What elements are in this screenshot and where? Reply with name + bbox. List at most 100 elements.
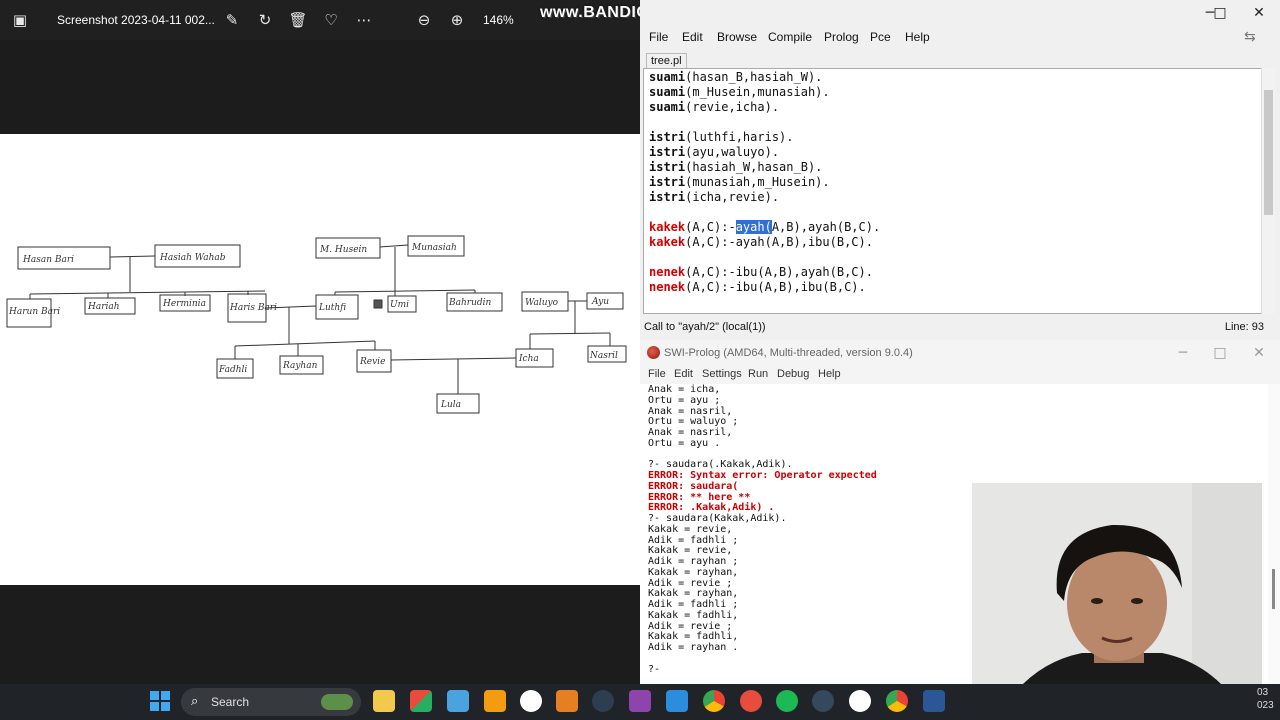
minimize-button[interactable]: ─: [1205, 5, 1215, 21]
menu-help[interactable]: Help: [905, 30, 930, 44]
label-nasril: Nasril: [589, 351, 618, 361]
code-line: istri(icha,revie).: [649, 190, 780, 204]
steam-icon[interactable]: [592, 690, 614, 712]
label-haris: Haris Bari: [229, 303, 277, 313]
code-line: nenek(A,C):-ibu(A,B),ayah(B,C).: [649, 265, 873, 279]
delete-icon[interactable]: 🗑: [288, 11, 308, 29]
code-line: istri(hasiah_W,hasan_B).: [649, 160, 823, 174]
console-menu-file[interactable]: File: [648, 368, 666, 380]
webcam-overlay: [972, 483, 1262, 710]
chrome-icon[interactable]: [703, 690, 725, 712]
menu-compile[interactable]: Compile: [768, 30, 813, 44]
obs-icon[interactable]: [849, 690, 871, 712]
console-error-line: ERROR: .Kakak,Adik) .: [648, 502, 775, 514]
code-line: kakek(A,C):-ayah(A,B),ibu(B,C).: [649, 235, 873, 249]
family-tree-drawing: Hasan Bari Hasiah Wahab M. Husein Munasi…: [6, 235, 627, 414]
console-line: Adik = revie ;: [648, 577, 733, 589]
console-close-button[interactable]: ✕: [1253, 345, 1265, 361]
editor-scrollbar[interactable]: [1261, 68, 1275, 314]
console-line: Adik = rayhan ;: [648, 556, 739, 567]
console-line: Kakak = fadhli,: [648, 609, 739, 621]
label-waluyo: Waluyo: [525, 298, 559, 308]
clock-date: 023: [1257, 700, 1274, 711]
console-menu-edit[interactable]: Edit: [674, 368, 693, 380]
console-maximize-button[interactable]: □: [1213, 345, 1227, 361]
tray-clock[interactable]: 03 023: [1257, 686, 1274, 712]
editor-menubar: File Edit Browse Compile Prolog Pce Help…: [640, 26, 1280, 48]
menu-pce[interactable]: Pce: [870, 30, 891, 44]
label-herminia: Herminia: [162, 299, 206, 309]
code-line: istri(luthfi,haris).: [649, 130, 794, 144]
code-editor[interactable]: suami(hasan_B,hasiah_W). suami(m_Husein,…: [643, 68, 1263, 314]
menu-prolog[interactable]: Prolog: [824, 30, 859, 44]
zoom-in-icon[interactable]: ⊕: [450, 11, 464, 29]
notepad-icon[interactable]: [447, 690, 469, 712]
menu-browse[interactable]: Browse: [717, 30, 758, 44]
xampp-icon[interactable]: [484, 690, 506, 712]
console-error-line: ERROR: saudara(: [648, 480, 739, 492]
console-menu-run[interactable]: Run: [748, 368, 769, 380]
console-scroll-thumb[interactable]: [1272, 569, 1275, 609]
viewer-file-title: Screenshot 2023-04-11 002...: [57, 13, 215, 27]
console-scrollbar[interactable]: [1268, 384, 1280, 684]
zoom-level[interactable]: 146%: [483, 13, 514, 27]
console-menu-help[interactable]: Help: [818, 368, 841, 380]
zoom-out-icon[interactable]: ⊖: [417, 11, 431, 29]
steam2-icon[interactable]: [812, 690, 834, 712]
search-icon: ⌕: [191, 694, 199, 709]
console-line: Adik = rayhan .: [648, 642, 739, 653]
word-online-icon[interactable]: [520, 690, 542, 712]
file-explorer-icon[interactable]: [373, 690, 395, 712]
word-icon[interactable]: [923, 690, 945, 712]
clock-time: 03: [1257, 687, 1269, 698]
console-line: Ortu = ayu ;: [648, 394, 721, 406]
console-line: Ortu = waluyo ;: [648, 416, 739, 428]
console-error-line: ERROR: ** here **: [648, 491, 751, 503]
console-minimize-button[interactable]: ─: [1178, 345, 1188, 361]
close-button[interactable]: ✕: [1253, 5, 1265, 21]
label-umi: Umi: [390, 300, 409, 310]
bandicam-icon[interactable]: [740, 690, 762, 712]
console-menu-settings[interactable]: Settings: [702, 368, 742, 380]
console-line: Ortu = ayu .: [648, 437, 721, 449]
label-ayu: Ayu: [591, 297, 609, 307]
search-label: Search: [211, 695, 250, 709]
console-output[interactable]: Anak = icha,Ortu = ayu ;Anak = nasril,Or…: [640, 384, 1270, 684]
console-line: ?- saudara(.Kakak,Adik).: [648, 459, 793, 471]
label-munasiah: Munasiah: [411, 243, 457, 253]
office-icon[interactable]: [410, 690, 432, 712]
maximize-button[interactable]: □: [1213, 5, 1227, 21]
console-menu-debug[interactable]: Debug: [777, 368, 810, 380]
visual-studio-icon[interactable]: [629, 690, 651, 712]
more-icon[interactable]: ⋯: [356, 11, 372, 29]
selected-text: ayah(: [735, 220, 772, 234]
taskbar-search[interactable]: ⌕ Search: [181, 688, 361, 716]
console-line: Kakak = rayhan,: [648, 566, 739, 578]
arrows-icon[interactable]: ⇆: [1244, 28, 1256, 44]
editor-window: ─ □ ✕ File Edit Browse Compile Prolog Pc…: [640, 0, 1280, 340]
widgets-icon[interactable]: [321, 694, 353, 710]
heart-icon[interactable]: ♡: [324, 11, 338, 29]
tab-tree-pl[interactable]: tree.pl: [646, 53, 687, 68]
gallery-icon[interactable]: ▣: [12, 11, 28, 29]
console-line: Anak = nasril,: [648, 427, 733, 438]
editor-scroll-thumb[interactable]: [1264, 90, 1273, 215]
code-line: suami(hasan_B,hasiah_W).: [649, 70, 823, 84]
label-rayhan: Rayhan: [282, 361, 318, 371]
menu-edit[interactable]: Edit: [682, 30, 703, 44]
edit-icon[interactable]: ✎: [225, 11, 239, 29]
label-lula: Lula: [440, 400, 461, 410]
photo-viewer-window: ▣ Screenshot 2023-04-11 002... ✎ ↻ 🗑 ♡ ⋯…: [0, 0, 640, 684]
start-icon[interactable]: [149, 690, 171, 712]
label-fadhli: Fadhli: [218, 365, 247, 375]
matlab-icon[interactable]: [556, 690, 578, 712]
code-line: nenek(A,C):-ibu(A,B),ibu(B,C).: [649, 280, 866, 294]
spotify-icon[interactable]: [776, 690, 798, 712]
rotate-icon[interactable]: ↻: [258, 11, 272, 29]
family-tree-photo: Hasan Bari Hasiah Wahab M. Husein Munasi…: [0, 134, 640, 585]
console-line: Adik = revie ;: [648, 620, 733, 632]
vscode-icon[interactable]: [666, 690, 688, 712]
menu-file[interactable]: File: [649, 30, 669, 44]
console-line: Kakak = revie,: [648, 545, 733, 557]
chrome2-icon[interactable]: [886, 690, 908, 712]
